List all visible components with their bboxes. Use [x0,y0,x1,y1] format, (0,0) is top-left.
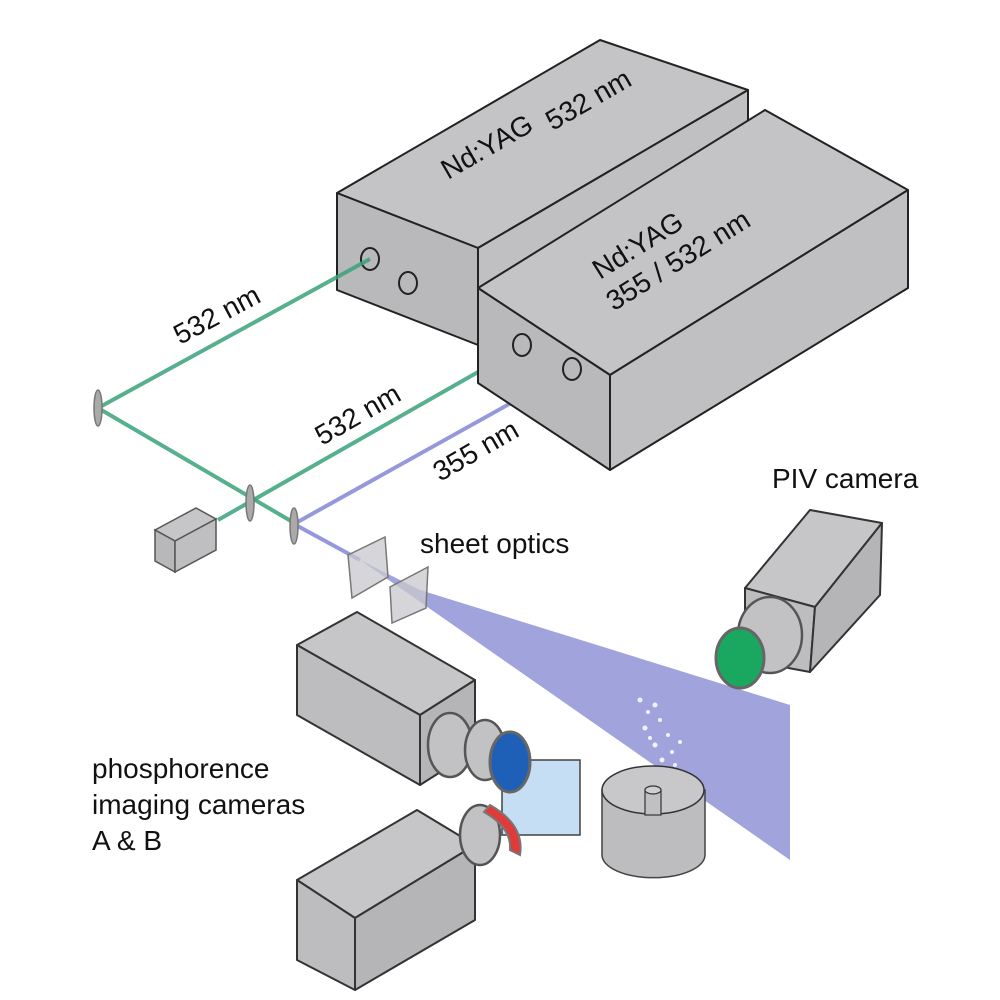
beam-532-upper [97,257,371,410]
laser-2-aperture-2 [562,357,582,381]
phosphorescence-label-line2: imaging cameras [92,789,305,820]
beam-label-532-upper: 532 nm [168,279,265,350]
seed-particles [637,697,682,767]
camera-b-filter [482,803,522,857]
burner [601,765,706,879]
phosphorescence-label-line1: phosphorence [92,753,269,784]
piv-camera [714,509,883,690]
piv-filter [714,626,766,690]
mirror [93,389,103,427]
camera-a [296,611,532,794]
laser-1-aperture-1 [360,247,380,271]
beam-532-combined [96,406,298,526]
laser-2: Nd:YAG 355 / 532 nm [477,109,909,471]
beam-532-lower [217,345,523,522]
camera-a-filter [488,730,532,794]
camera-b [296,803,522,991]
piv-camera-label: PIV camera [772,463,919,494]
beam-combiner [245,484,255,522]
dichroic-mirror [289,507,299,545]
sheet-optics [347,535,429,625]
laser-2-side [609,189,909,471]
phosphorescence-label-line3: A & B [92,825,162,856]
sheet-optics-label: sheet optics [420,528,569,559]
beam-dump [153,507,218,574]
laser-1-aperture-2 [398,271,418,295]
laser-2-aperture-1 [512,333,532,357]
